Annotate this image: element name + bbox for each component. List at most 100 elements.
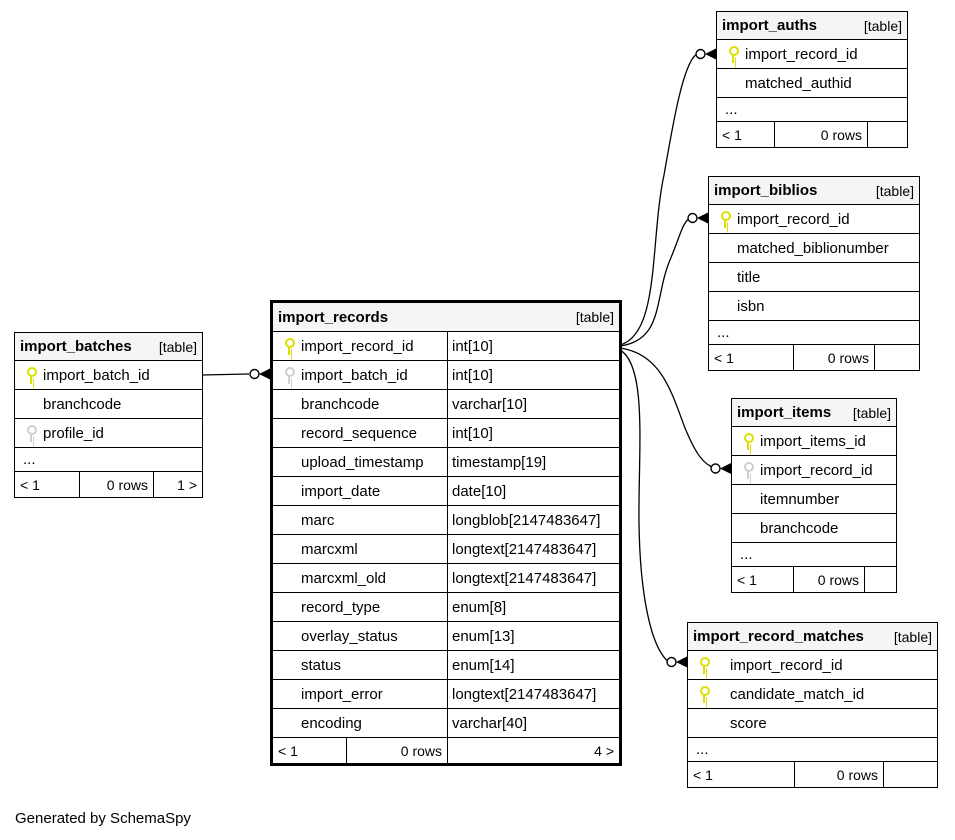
column-row: profile_id: [15, 418, 202, 447]
column-name: record_type: [301, 598, 381, 616]
table-name[interactable]: import_record_matches: [693, 628, 864, 645]
table-footer: < 1 0 rows 4 >: [273, 737, 619, 763]
column-name: import_record_id: [737, 210, 850, 228]
primary-key-icon: [698, 685, 710, 703]
column-row: marcxml longtext[2147483647]: [273, 534, 619, 563]
column-name: encoding: [301, 714, 362, 732]
table-footer: < 1 0 rows 1 >: [15, 471, 202, 497]
table-footer: < 1 0 rows: [717, 121, 907, 147]
column-row: title: [709, 262, 919, 291]
footer-parents-count: 4 >: [447, 738, 619, 763]
column-type: int[10]: [447, 332, 619, 360]
column-name: import_date: [301, 482, 381, 500]
column-row: branchcode: [15, 389, 202, 418]
primary-key-icon: [25, 366, 37, 384]
column-name: import_batch_id: [301, 366, 408, 384]
ellipsis-text: ...: [725, 101, 738, 118]
column-row: matched_authid: [717, 68, 907, 97]
column-name: score: [730, 714, 767, 732]
table-import_items: import_items [table] import_items_id imp…: [731, 398, 897, 593]
footer-row-count: 0 rows: [793, 345, 874, 370]
column-row: import_record_id: [732, 455, 896, 484]
ellipsis-row: ...: [709, 320, 919, 344]
column-type: longtext[2147483647]: [447, 680, 619, 708]
primary-key-icon: [719, 210, 731, 228]
generated-by-note: Generated by SchemaSpy: [15, 810, 191, 827]
column-name: import_items_id: [760, 432, 866, 450]
zero-or-one-dot: [249, 368, 260, 380]
zero-or-one-dot: [666, 656, 677, 668]
table-footer: < 1 0 rows: [688, 761, 937, 787]
table-type-tag: [table]: [158, 338, 197, 355]
fk-arrowhead: [697, 212, 708, 224]
column-name: status: [301, 656, 342, 674]
column-name: candidate_match_id: [730, 685, 865, 703]
column-row: status enum[14]: [273, 650, 619, 679]
table-name[interactable]: import_auths: [722, 17, 818, 34]
column-row: branchcode varchar[10]: [273, 389, 619, 418]
relation-import_records-import_record_matches: [619, 349, 687, 668]
column-row: isbn: [709, 291, 919, 320]
footer-parents-count: [867, 122, 907, 147]
table-name[interactable]: import_records: [278, 308, 389, 326]
table-import_records: import_records [table] import_record_id …: [270, 300, 622, 766]
table-import_record_matches: import_record_matches [table] import_rec…: [687, 622, 938, 788]
table-header-import_auths[interactable]: import_auths [table]: [717, 12, 907, 39]
fk-arrowhead: [720, 463, 731, 474]
column-type: varchar[40]: [447, 709, 619, 737]
ellipsis-text: ...: [23, 451, 36, 468]
footer-row-count: 0 rows: [774, 122, 867, 147]
column-type: varchar[10]: [447, 390, 619, 418]
footer-row-count: 0 rows: [346, 738, 447, 763]
column-name: import_record_id: [301, 337, 414, 355]
column-name: import_error: [301, 685, 383, 703]
column-name: import_record_id: [745, 45, 858, 63]
primary-key-icon: [283, 337, 295, 355]
ellipsis-row: ...: [688, 737, 937, 761]
table-name[interactable]: import_items: [737, 404, 832, 421]
column-row: marc longblob[2147483647]: [273, 505, 619, 534]
column-row: overlay_status enum[13]: [273, 621, 619, 650]
column-name: overlay_status: [301, 627, 398, 645]
table-name[interactable]: import_biblios: [714, 182, 818, 199]
table-type-tag: [table]: [852, 404, 891, 421]
table-header-import_items[interactable]: import_items [table]: [732, 399, 896, 426]
relation-import_batches-import_records: [200, 368, 270, 380]
column-row: upload_timestamp timestamp[19]: [273, 447, 619, 476]
column-type: int[10]: [447, 361, 619, 389]
table-header-import_record_matches[interactable]: import_record_matches [table]: [688, 623, 937, 650]
column-row: import_record_id: [709, 204, 919, 233]
column-row: import_error longtext[2147483647]: [273, 679, 619, 708]
table-import_auths: import_auths [table] import_record_id ma…: [716, 11, 908, 148]
footer-children-count: < 1: [737, 571, 757, 588]
ellipsis-text: ...: [717, 324, 730, 341]
column-name: branchcode: [760, 519, 839, 537]
table-type-tag: [table]: [575, 309, 614, 325]
column-row: import_record_id int[10]: [273, 331, 619, 360]
footer-children-count: < 1: [722, 126, 742, 143]
column-type: date[10]: [447, 477, 619, 505]
column-name: matched_authid: [745, 74, 852, 92]
ellipsis-row: ...: [732, 542, 896, 566]
table-header-import_batches[interactable]: import_batches [table]: [15, 333, 202, 360]
column-name: import_record_id: [730, 656, 843, 674]
relation-import_records-import_items: [619, 347, 731, 474]
column-row: import_date date[10]: [273, 476, 619, 505]
column-type: timestamp[19]: [447, 448, 619, 476]
column-name: profile_id: [43, 424, 104, 442]
primary-key-icon: [742, 432, 754, 450]
column-type: longblob[2147483647]: [447, 506, 619, 534]
column-type: longtext[2147483647]: [447, 564, 619, 592]
foreign-key-icon: [25, 424, 37, 442]
fk-arrowhead: [676, 656, 687, 668]
ellipsis-text: ...: [696, 741, 709, 758]
column-name: matched_biblionumber: [737, 239, 889, 257]
column-row: marcxml_old longtext[2147483647]: [273, 563, 619, 592]
table-name[interactable]: import_batches: [20, 338, 132, 355]
table-type-tag: [table]: [875, 182, 914, 199]
column-name: marcxml: [301, 540, 358, 558]
table-header-import_biblios[interactable]: import_biblios [table]: [709, 177, 919, 204]
table-header-import_records[interactable]: import_records [table]: [273, 303, 619, 331]
column-type: longtext[2147483647]: [447, 535, 619, 563]
